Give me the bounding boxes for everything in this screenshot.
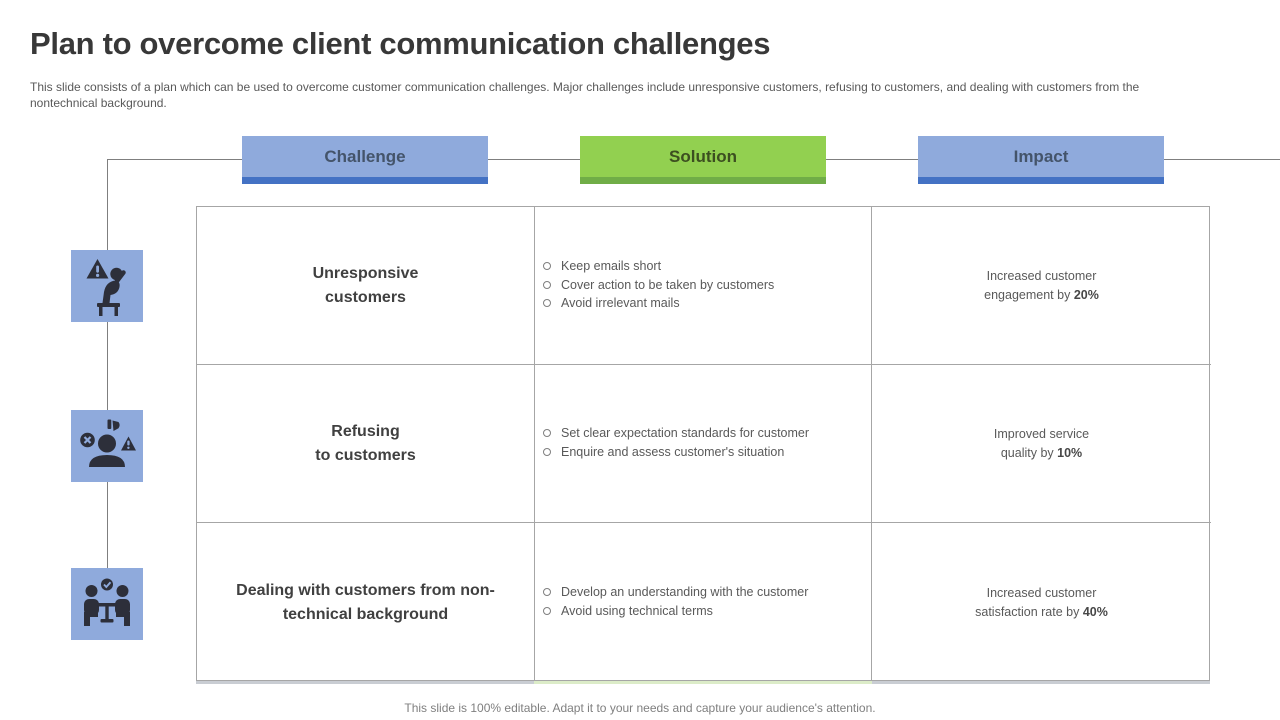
header-challenge: Challenge bbox=[242, 136, 488, 184]
solution-text: Avoid using technical terms bbox=[561, 604, 713, 618]
impact-cell-3: Increased customer satisfaction rate by … bbox=[872, 523, 1211, 682]
challenge-line: to customers bbox=[315, 446, 416, 464]
challenge-line: Unresponsive bbox=[312, 265, 419, 283]
impact-value: 20% bbox=[1073, 287, 1099, 302]
challenge-line: Refusing bbox=[331, 423, 400, 441]
nontechnical-meeting-icon bbox=[71, 568, 143, 640]
impact-line: Increased customer bbox=[986, 586, 1097, 601]
bullet-icon bbox=[543, 588, 551, 597]
solution-item: Enquire and assess customer's situation bbox=[543, 445, 809, 461]
challenge-line: customers bbox=[325, 288, 406, 306]
impact-text: Increased customer engagement by 20% bbox=[984, 267, 1099, 303]
connector-vertical-line bbox=[107, 159, 108, 605]
solution-cell-3: Develop an understanding with the custom… bbox=[535, 523, 872, 682]
challenge-cell-2: Refusing to customers bbox=[197, 365, 535, 523]
slide-subtitle: This slide consists of a plan which can … bbox=[30, 80, 1140, 111]
bullet-icon bbox=[543, 280, 551, 289]
challenge-cell-1: Unresponsive customers bbox=[197, 207, 535, 365]
impact-line2: engagement by bbox=[984, 287, 1074, 302]
header-challenge-label: Challenge bbox=[324, 146, 406, 166]
impact-line2: satisfaction rate by bbox=[975, 604, 1083, 619]
impact-line2: quality by bbox=[1000, 445, 1058, 460]
solution-item: Avoid irrelevant mails bbox=[543, 296, 774, 312]
page-title: Plan to overcome client communication ch… bbox=[30, 26, 771, 61]
solution-text: Enquire and assess customer's situation bbox=[561, 445, 785, 459]
impact-text: Improved service quality by 10% bbox=[994, 425, 1089, 461]
solution-cell-2: Set clear expectation standards for cust… bbox=[535, 365, 872, 523]
header-solution: Solution bbox=[580, 136, 826, 184]
solution-text: Cover action to be taken by customers bbox=[561, 277, 775, 292]
impact-line: satisfaction rate by 40% bbox=[975, 603, 1108, 621]
solution-item: Avoid using technical terms bbox=[543, 604, 808, 620]
table-bottom-accent-green bbox=[534, 681, 872, 684]
matrix-table: Unresponsive customers Keep emails short… bbox=[196, 206, 1211, 682]
challenge-cell-3: Dealing with customers from non- technic… bbox=[197, 523, 535, 682]
challenge-text: Refusing to customers bbox=[315, 420, 415, 466]
solution-text: Set clear expectation standards for cust… bbox=[561, 426, 810, 441]
impact-line: quality by 10% bbox=[994, 444, 1089, 462]
solution-list: Set clear expectation standards for cust… bbox=[543, 426, 809, 460]
solution-text: Develop an understanding with the custom… bbox=[561, 585, 809, 600]
impact-cell-2: Improved service quality by 10% bbox=[872, 365, 1211, 523]
bullet-icon bbox=[543, 299, 551, 308]
impact-text: Increased customer satisfaction rate by … bbox=[975, 584, 1108, 620]
solution-cell-1: Keep emails short Cover action to be tak… bbox=[535, 207, 872, 365]
impact-value: 10% bbox=[1057, 445, 1083, 460]
solution-item: Keep emails short bbox=[543, 259, 774, 275]
solution-list: Develop an understanding with the custom… bbox=[543, 585, 808, 619]
challenge-text: Dealing with customers from non- technic… bbox=[236, 579, 495, 625]
refusing-customer-icon bbox=[71, 410, 143, 482]
impact-line: Increased customer bbox=[986, 269, 1097, 284]
bullet-icon bbox=[543, 262, 551, 271]
challenge-line: technical background bbox=[282, 605, 449, 623]
solution-list: Keep emails short Cover action to be tak… bbox=[543, 259, 774, 312]
solution-item: Set clear expectation standards for cust… bbox=[543, 426, 809, 442]
bullet-icon bbox=[543, 448, 551, 456]
bullet-icon bbox=[543, 429, 551, 438]
frustrated-customer-icon bbox=[71, 250, 143, 322]
impact-line: Improved service bbox=[993, 427, 1090, 442]
solution-text: Keep emails short bbox=[561, 259, 662, 274]
bullet-icon bbox=[543, 607, 551, 615]
slide-footer: This slide is 100% editable. Adapt it to… bbox=[404, 701, 876, 715]
solution-item: Develop an understanding with the custom… bbox=[543, 585, 808, 601]
impact-cell-1: Increased customer engagement by 20% bbox=[872, 207, 1211, 365]
challenge-line: Dealing with customers from non- bbox=[236, 582, 495, 600]
challenge-text: Unresponsive customers bbox=[313, 262, 419, 308]
header-impact-label: Impact bbox=[1013, 146, 1069, 166]
solution-text: Avoid irrelevant mails bbox=[561, 296, 680, 311]
solution-item: Cover action to be taken by customers bbox=[543, 278, 774, 294]
header-impact: Impact bbox=[918, 136, 1164, 184]
impact-value: 40% bbox=[1082, 604, 1108, 619]
impact-line: engagement by 20% bbox=[984, 286, 1099, 304]
header-solution-label: Solution bbox=[669, 146, 737, 166]
